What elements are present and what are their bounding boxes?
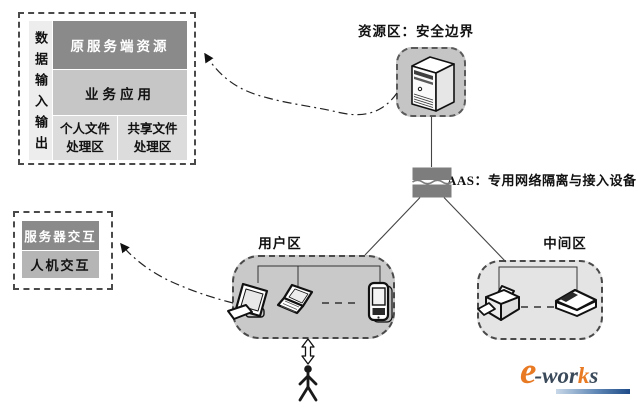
- data-io-panel: 数据输入输出 原服务端资源 业务应用 个人文件 处理区 共享文件 处理区: [18, 12, 196, 165]
- resource-zone-label: 资源区：安全边界: [358, 24, 474, 39]
- cell-personal-file-area: 个人文件 处理区: [53, 116, 117, 160]
- resource-zone-box: [396, 47, 466, 117]
- cell-shared-file-area: 共享文件 处理区: [118, 116, 187, 160]
- link-aas-to-user-zone: [364, 197, 421, 256]
- aas-device-label: AAS：专用网络隔离与接入设备: [447, 173, 637, 188]
- cell-shared-file-line1: 共享文件: [127, 121, 178, 136]
- row-server-interaction: 服务器交互: [22, 221, 99, 250]
- row-human-machine-interaction: 人机交互: [22, 251, 99, 278]
- interaction-panel: 服务器交互 人机交互: [13, 211, 113, 290]
- cell-personal-file-line2: 处理区: [66, 140, 104, 154]
- data-io-side-label: 数据输入输出: [29, 21, 52, 160]
- eworks-logo-wor: -wor: [534, 363, 578, 388]
- eworks-logo-e: e: [520, 351, 537, 392]
- double-arrow: [301, 338, 315, 365]
- eworks-logo-k: k: [577, 363, 590, 388]
- link-aas-to-middle-zone: [443, 197, 507, 263]
- row-business-application: 业务应用: [53, 70, 187, 115]
- cell-personal-file-line1: 个人文件: [59, 121, 110, 136]
- person-icon: [298, 365, 318, 402]
- middle-zone-label: 中间区: [543, 236, 587, 251]
- arrow-user-to-interaction-panel: [120, 242, 234, 304]
- aas-device-icon: [412, 167, 453, 198]
- arrow-resource-to-io-panel: [204, 52, 398, 116]
- user-zone-box: [232, 255, 395, 339]
- middle-zone-box: [477, 260, 603, 340]
- cell-shared-file-line2: 处理区: [133, 140, 172, 154]
- user-zone-label: 用户区: [258, 236, 302, 251]
- row-original-server-resource: 原服务端资源: [53, 21, 187, 69]
- network-connectors: [364, 117, 507, 263]
- eworks-logo-bar: [556, 389, 630, 394]
- eworks-logo-s: s: [589, 363, 599, 388]
